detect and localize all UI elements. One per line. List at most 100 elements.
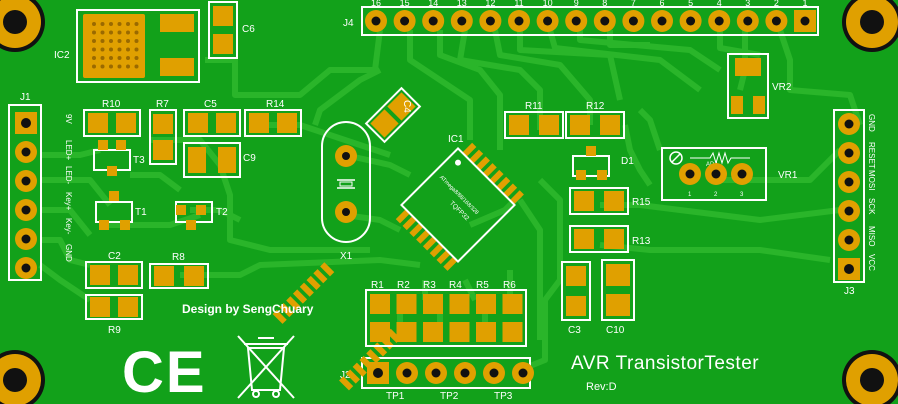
r10-label: R10 (102, 99, 121, 110)
resistor-r15: R15 (569, 187, 651, 215)
c6-label: C6 (242, 24, 255, 35)
j4-label: J4 (343, 18, 354, 29)
resistor-r10: R10 (83, 99, 141, 137)
t2-label: T2 (216, 207, 228, 218)
j4-pin-number: 10 (543, 0, 553, 8)
resistor-r13: R13 (569, 225, 651, 253)
j3-pin-label: MISO (867, 226, 876, 246)
j1-pin-label: 9V (64, 114, 73, 124)
resistor-r9: R9 (85, 294, 143, 336)
c5-label: C5 (204, 99, 217, 110)
j4-pin-number: 6 (659, 0, 664, 8)
capacitor-c3: C3 (561, 261, 591, 336)
vr2-label: VR2 (772, 82, 792, 93)
j4-pin-number: 3 (745, 0, 750, 8)
resistor-r8: R8 (149, 252, 209, 289)
vr1-label: VR1 (778, 170, 798, 181)
j1-pin-label: LED- (64, 166, 73, 185)
j1-pin-label: LED+ (64, 140, 73, 161)
j4-pin-number: 11 (514, 0, 523, 8)
c9-label: C9 (243, 153, 256, 164)
resistor-pad (476, 322, 496, 342)
vr1-pin-2: 2 (714, 192, 718, 198)
j4-pin-number: 7 (631, 0, 636, 8)
c2-label: C2 (108, 251, 121, 262)
j4-pin-number: 1 (802, 0, 807, 8)
c10-label: C10 (606, 325, 625, 336)
resistor-pad (502, 294, 523, 314)
j3-label: J3 (844, 286, 855, 297)
header-j2: J2 TP1 TP2 TP3 (340, 357, 534, 402)
r8-label: R8 (172, 252, 185, 263)
j3-pin-label: GND (867, 114, 876, 132)
c3-label: C3 (568, 325, 581, 336)
r3-label: R3 (423, 280, 436, 291)
d1-label: D1 (621, 156, 634, 167)
r12-label: R12 (586, 101, 605, 112)
resistor-pad (449, 294, 470, 314)
resistor-pad (502, 322, 523, 342)
capacitor-c5: C5 (183, 99, 241, 137)
x1-label: X1 (340, 251, 353, 262)
j3-pin-label: SCK (867, 198, 876, 215)
r14-label: R14 (266, 99, 285, 110)
capacitor-c9: C9 (183, 142, 256, 178)
resistor-pad (370, 322, 390, 342)
resistor-r12: R12 (565, 101, 625, 139)
j4-pin-number: 4 (717, 0, 722, 8)
j4-pin-number: 15 (400, 0, 410, 8)
j2-label: J2 (340, 370, 351, 381)
resistor-pad (423, 322, 443, 342)
ic2-label: IC2 (54, 50, 70, 61)
t1-label: T1 (135, 207, 147, 218)
capacitor-c10: C10 (601, 259, 635, 336)
capacitor-c4 (364, 86, 422, 144)
c4-label: C4 (401, 100, 412, 113)
vr1-pin-1: 1 (688, 192, 692, 198)
j4-pin-number: 14 (428, 0, 438, 8)
resistor-r14: R14 (244, 99, 302, 137)
r15-label: R15 (632, 197, 651, 208)
resistor-pad (396, 294, 417, 314)
board-title: AVR TransistorTester (571, 353, 759, 374)
j1-pin-label: Key- (64, 218, 73, 235)
j1-label: J1 (20, 92, 31, 103)
j4-pin-number: 12 (485, 0, 495, 8)
j3-pin-label: MOSI (867, 170, 876, 190)
diode-d1: D1 (572, 146, 634, 180)
resistor-pad (449, 322, 470, 342)
resistor-r11: R11 (504, 101, 564, 139)
ic1-label: IC1 (448, 134, 464, 145)
j4-pin-number: 5 (688, 0, 693, 8)
capacitor-c6: C6 (208, 1, 255, 59)
j4-pin-number: 13 (457, 0, 467, 8)
design-credit: Design by SengChuary (182, 302, 314, 316)
r9-label: R9 (108, 325, 121, 336)
resistor-pad (476, 294, 496, 314)
r7-label: R7 (156, 99, 169, 110)
j1-pin-label: GND (64, 244, 73, 262)
resistor-pad (370, 294, 390, 314)
j4-pin-number: 9 (574, 0, 579, 8)
r6-label: R6 (503, 280, 516, 291)
t3-label: T3 (133, 155, 145, 166)
tp2-label: TP2 (440, 391, 459, 402)
crystal-x1: X1 (321, 121, 371, 262)
transistor-t1: T1 (95, 191, 147, 230)
weee-bin-icon (237, 335, 295, 399)
r1-label: R1 (371, 280, 384, 291)
ic1-microcontroller: IC1 ATmega8/88/168/328 TQFP32 (272, 134, 524, 391)
resistor-pad (423, 294, 443, 314)
capacitor-c2: C2 (85, 251, 143, 289)
resistor-r7: R7 (149, 99, 177, 165)
trimmer-vr2: VR2 (727, 53, 792, 119)
potentiometer-vr1: ADJ 1 2 3 VR1 (661, 147, 798, 201)
ic2-tab-pad (83, 14, 145, 78)
transistor-t3: T3 (93, 140, 145, 176)
r4-label: R4 (449, 280, 462, 291)
tp1-label: TP1 (386, 391, 405, 402)
resistor-pad (396, 322, 417, 342)
